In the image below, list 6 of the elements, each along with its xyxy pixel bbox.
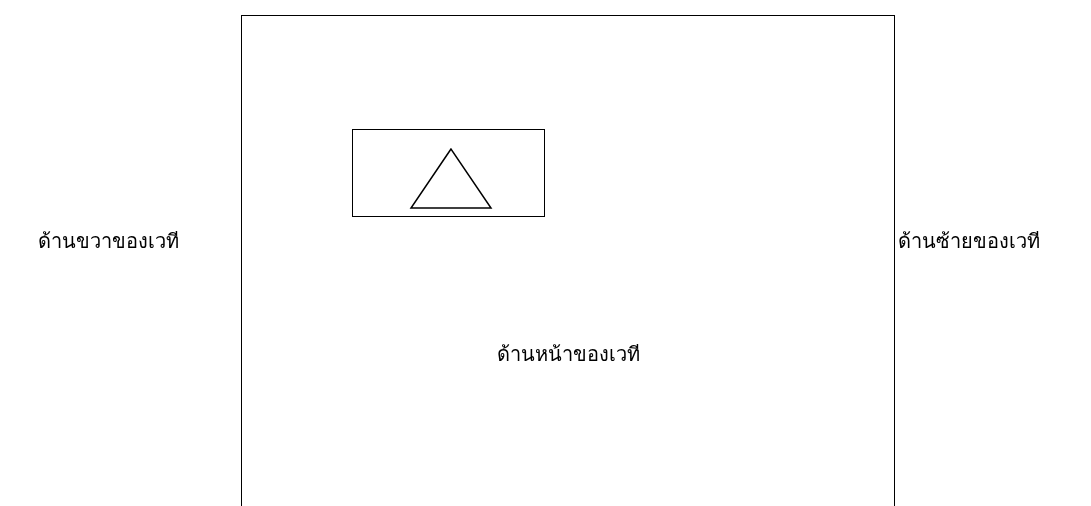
stage-front-label: ด้านหน้าของเวที — [496, 341, 640, 367]
stage-outline — [241, 15, 895, 506]
empty-box — [352, 129, 545, 217]
stage-side-label: ด้านขวาของเวที — [38, 228, 179, 254]
stage-side-label: ด้านซ้ายของเวที — [898, 228, 1040, 254]
triangle-icon — [410, 148, 492, 209]
